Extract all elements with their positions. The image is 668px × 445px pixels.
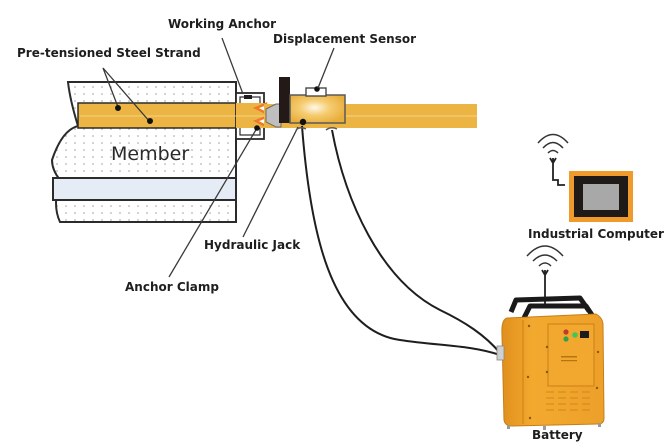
antenna-icon bbox=[549, 157, 565, 186]
indicator-red bbox=[563, 329, 569, 335]
jack-cable bbox=[301, 125, 501, 356]
jack-plate bbox=[279, 77, 290, 123]
anchor-clamp-pointer-dot bbox=[254, 125, 260, 131]
wireless-icon bbox=[526, 245, 564, 267]
jack-cylinder bbox=[289, 94, 346, 124]
battery-display bbox=[580, 331, 589, 338]
sensor-cable bbox=[331, 129, 501, 354]
battery bbox=[496, 245, 605, 430]
displacement-sensor bbox=[305, 86, 327, 97]
battery-vents bbox=[546, 391, 590, 411]
cables bbox=[301, 125, 501, 356]
steel-strand-label: Pre-tensioned Steel Strand bbox=[17, 46, 201, 60]
working-anchor-label: Working Anchor bbox=[168, 17, 276, 31]
indicator-green-2 bbox=[572, 332, 578, 338]
member-duct-stripe bbox=[52, 177, 237, 201]
member-label: Member bbox=[111, 143, 189, 165]
member: Member bbox=[50, 81, 239, 223]
strand-pointer-dot-2 bbox=[147, 118, 153, 124]
anchor-clamp-label: Anchor Clamp bbox=[125, 280, 219, 294]
displacement-sensor-label: Displacement Sensor bbox=[273, 32, 416, 46]
indicator-green-1 bbox=[563, 336, 569, 342]
strand-in-member bbox=[77, 102, 239, 129]
wireless-icon bbox=[537, 133, 569, 154]
strand-pointer-dot-1 bbox=[115, 105, 121, 111]
computer-screen bbox=[583, 184, 619, 210]
battery-label: Battery bbox=[532, 428, 583, 442]
industrial-computer-label: Industrial Computer bbox=[528, 227, 664, 241]
battery-connector bbox=[496, 345, 505, 361]
leader-lines bbox=[102, 37, 335, 278]
industrial-computer bbox=[537, 133, 633, 222]
hydraulic-jack-label: Hydraulic Jack bbox=[204, 238, 301, 252]
hydraulic-jack bbox=[265, 77, 346, 128]
